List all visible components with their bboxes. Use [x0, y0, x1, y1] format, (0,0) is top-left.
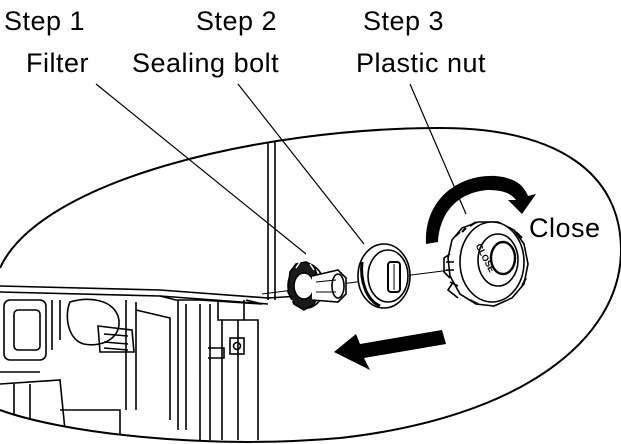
- step-3-title: Step 3: [363, 6, 445, 36]
- close-direction-label: Close: [529, 213, 601, 243]
- step-1-part-label: Filter: [26, 48, 89, 78]
- sealing-bolt-part: [357, 243, 411, 309]
- push-direction-arrow-icon: [334, 330, 446, 370]
- step-1-title: Step 1: [4, 6, 86, 36]
- appliance-body: [0, 140, 301, 441]
- plastic-nut-part: CLOSE: [443, 221, 529, 307]
- sealing-bolt-leader-line: [237, 83, 365, 245]
- step-2-part-label: Sealing bolt: [132, 48, 280, 78]
- step-3-part-label: Plastic nut: [356, 48, 487, 78]
- rotate-close-arrow-icon: [425, 175, 536, 244]
- filter-leader-line: [95, 83, 307, 255]
- step-2-title: Step 2: [196, 6, 278, 36]
- filter-part: [287, 261, 347, 311]
